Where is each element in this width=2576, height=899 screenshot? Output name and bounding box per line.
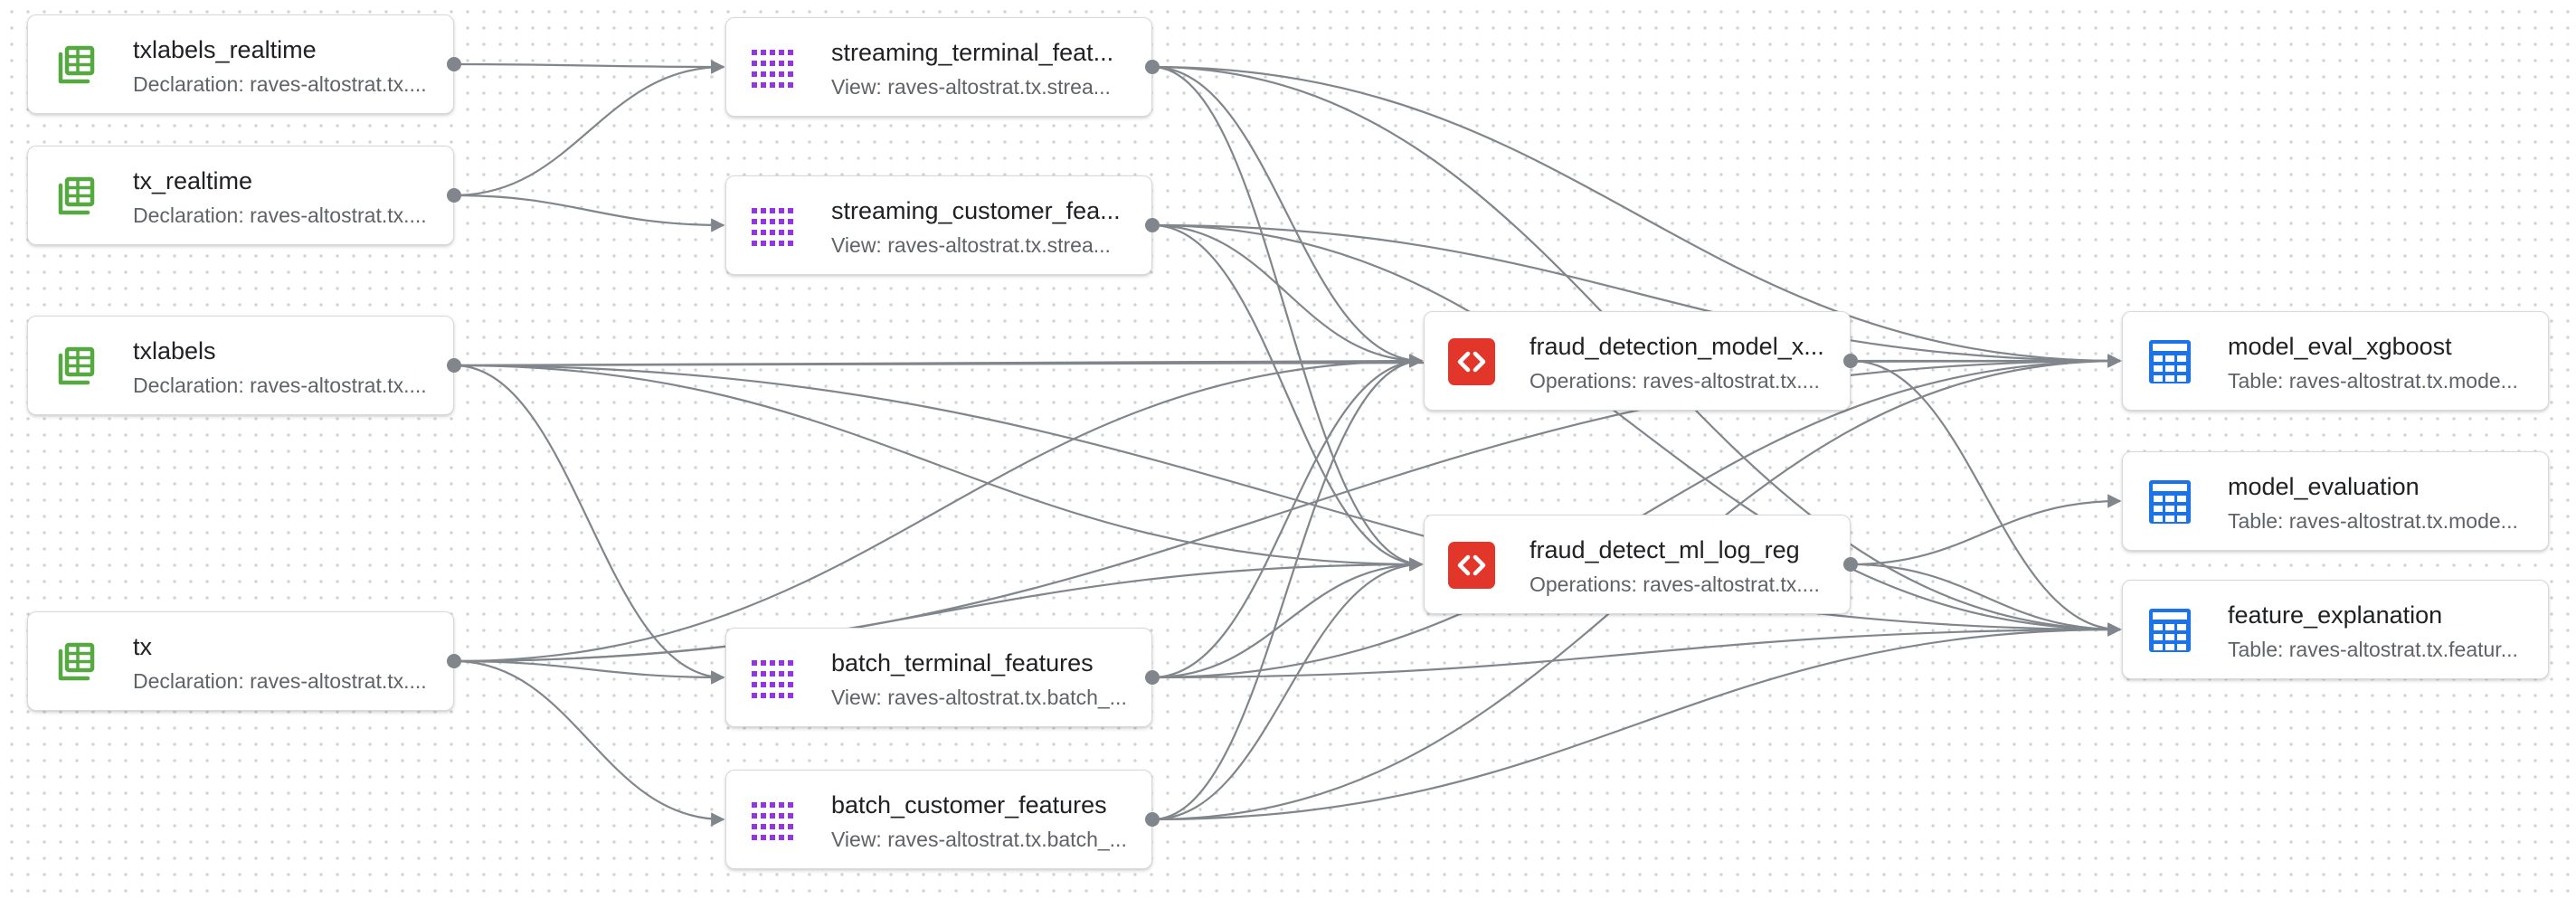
node-streaming-customer-features[interactable]: streaming_customer_fea... View: raves-alt… xyxy=(725,175,1152,275)
node-subtitle: Table: raves-altostrat.tx.featur... xyxy=(2228,638,2518,661)
node-title: txlabels xyxy=(133,337,216,364)
edge-txlabels-to-batch-terminal-features xyxy=(453,364,725,685)
table-grid-icon xyxy=(2145,477,2195,527)
node-subtitle: Declaration: raves-altostrat.tx.... xyxy=(133,203,427,227)
node-subtitle: View: raves-altostrat.tx.strea... xyxy=(831,75,1111,99)
edge-streaming-terminal-features-to-fraud-detect-ml-log-reg xyxy=(1151,65,1424,572)
node-title: streaming_terminal_feat... xyxy=(831,39,1114,66)
edge-streaming-customer-features-to-fraud-detection-model-xgboost xyxy=(1151,223,1424,368)
declaration-table-icon xyxy=(50,637,100,687)
output-port[interactable] xyxy=(1843,354,1858,368)
edge-txlabels-realtime-to-streaming-terminal-features xyxy=(453,60,725,74)
edge-tx-realtime-to-streaming-terminal-features xyxy=(453,60,725,197)
code-brackets-icon xyxy=(1446,336,1497,387)
edge-batch-terminal-features-to-fraud-detection-model-xgboost xyxy=(1151,354,1424,679)
edge-batch-customer-features-to-fraud-detection-model-xgboost xyxy=(1151,354,1424,821)
edge-batch-customer-features-to-feature-explanation xyxy=(1151,622,2122,821)
edge-tx-to-model-eval-xgboost xyxy=(453,354,2122,663)
node-subtitle: View: raves-altostrat.tx.strea... xyxy=(831,233,1111,257)
edge-streaming-terminal-features-to-fraud-detection-model-xgboost xyxy=(1151,65,1424,368)
edge-streaming-terminal-features-to-model-eval-xgboost xyxy=(1151,65,2122,368)
edge-tx-to-fraud-detection-model-xgboost xyxy=(453,354,1424,663)
output-port[interactable] xyxy=(1145,218,1160,232)
edge-tx-to-batch-customer-features xyxy=(453,659,725,827)
node-title: batch_customer_features xyxy=(831,791,1107,819)
declaration-table-icon xyxy=(50,341,100,392)
node-fraud-detection-model-xgboost[interactable]: fraud_detection_model_x... Operations: ra… xyxy=(1424,311,1851,411)
edge-fraud-detect-ml-log-reg-to-feature-explanation xyxy=(1850,563,2122,637)
output-port[interactable] xyxy=(447,654,461,668)
code-brackets-icon xyxy=(1446,540,1497,591)
node-subtitle: Table: raves-altostrat.tx.mode... xyxy=(2228,509,2518,533)
node-title: tx_realtime xyxy=(133,167,253,194)
edge-tx-realtime-to-streaming-customer-features xyxy=(453,194,725,232)
node-subtitle: Declaration: raves-altostrat.tx.... xyxy=(133,669,427,693)
node-title: model_evaluation xyxy=(2228,473,2420,500)
node-subtitle: View: raves-altostrat.tx.batch_... xyxy=(831,828,1127,851)
edge-batch-terminal-features-to-feature-explanation xyxy=(1151,622,2122,679)
edge-streaming-customer-features-to-fraud-detect-ml-log-reg xyxy=(1151,223,1424,572)
edge-streaming-customer-features-to-feature-explanation xyxy=(1151,223,2122,637)
view-grid-icon xyxy=(748,795,799,846)
view-grid-icon xyxy=(748,43,799,93)
output-port[interactable] xyxy=(1843,557,1858,572)
declaration-table-icon xyxy=(50,40,100,90)
node-subtitle: Declaration: raves-altostrat.tx.... xyxy=(133,72,427,96)
node-title: batch_terminal_features xyxy=(831,649,1094,677)
node-streaming-terminal-features[interactable]: streaming_terminal_feat... View: raves-al… xyxy=(725,17,1152,117)
edge-tx-to-batch-terminal-features xyxy=(453,659,725,685)
output-port[interactable] xyxy=(447,358,461,373)
node-subtitle: Table: raves-altostrat.tx.mode... xyxy=(2228,369,2518,393)
edge-batch-terminal-features-to-fraud-detect-ml-log-reg xyxy=(1151,557,1424,679)
edge-streaming-customer-features-to-model-eval-xgboost xyxy=(1151,223,2122,368)
node-title: tx xyxy=(133,633,153,660)
output-port[interactable] xyxy=(447,188,461,203)
output-port[interactable] xyxy=(1145,812,1160,827)
node-title: model_eval_xgboost xyxy=(2228,333,2452,360)
view-grid-icon xyxy=(748,201,799,251)
output-port[interactable] xyxy=(1145,60,1160,74)
table-grid-icon xyxy=(2145,605,2195,656)
view-grid-icon xyxy=(748,653,799,704)
table-grid-icon xyxy=(2145,336,2195,387)
edge-fraud-detect-ml-log-reg-to-model-evaluation xyxy=(1850,494,2122,566)
edge-batch-customer-features-to-fraud-detect-ml-log-reg xyxy=(1151,557,1424,821)
node-title: feature_explanation xyxy=(2228,601,2443,629)
node-title: fraud_detect_ml_log_reg xyxy=(1530,536,1800,563)
node-title: streaming_customer_fea... xyxy=(831,197,1121,224)
node-subtitle: Operations: raves-altostrat.tx.... xyxy=(1530,369,1820,393)
edge-fraud-detection-model-xgboost-to-feature-explanation xyxy=(1850,359,2122,637)
node-subtitle: Declaration: raves-altostrat.tx.... xyxy=(133,374,427,397)
edge-txlabels-to-fraud-detect-ml-log-reg xyxy=(453,364,1424,572)
node-subtitle: View: raves-altostrat.tx.batch_... xyxy=(831,686,1127,709)
node-subtitle: Operations: raves-altostrat.tx.... xyxy=(1530,573,1820,596)
output-port[interactable] xyxy=(447,57,461,71)
declaration-table-icon xyxy=(50,171,100,222)
node-title: fraud_detection_model_x... xyxy=(1530,333,1824,360)
node-title: txlabels_realtime xyxy=(133,36,317,63)
output-port[interactable] xyxy=(1145,670,1160,685)
